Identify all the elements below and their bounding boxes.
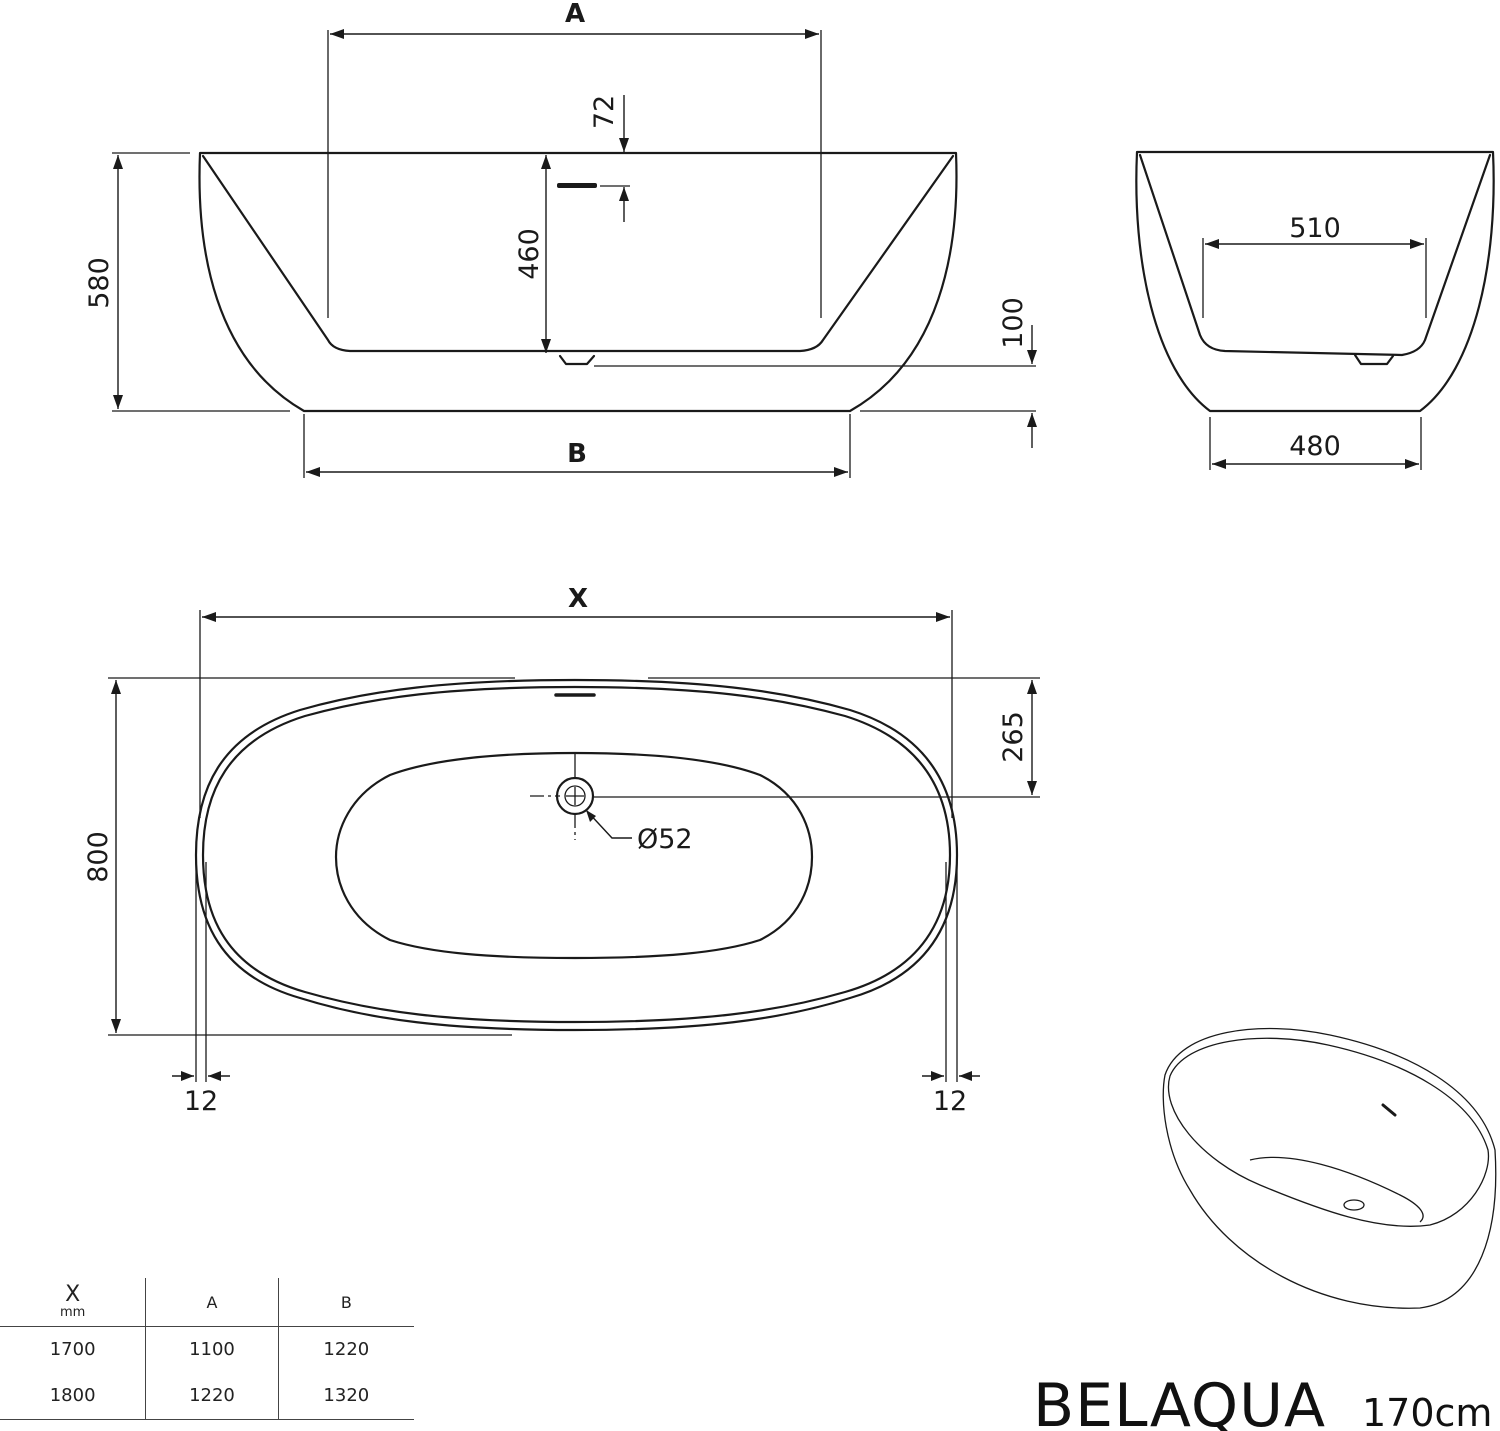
- table-cell: 1100: [145, 1327, 277, 1373]
- front-view: A 580 460 72 100 B: [84, 0, 1037, 478]
- size-table-header: X mm A B: [0, 1278, 414, 1327]
- dim-label-265: 265: [998, 711, 1029, 763]
- dim-label-x: X: [568, 584, 588, 614]
- top-view: Ø52 X 800 265 12: [83, 584, 1040, 1117]
- side-inner-basin: [1138, 153, 1492, 357]
- top-outer-rim: [194, 678, 959, 1032]
- table-header-x: X mm: [0, 1278, 145, 1326]
- dim-label-72: 72: [589, 95, 620, 129]
- front-outer-shell: [198, 151, 958, 413]
- top-inner-rim: [201, 685, 952, 1024]
- dim-label-o52: Ø52: [637, 824, 693, 855]
- front-overflow-slot: [557, 183, 597, 188]
- table-header-a: A: [145, 1278, 277, 1326]
- table-row: 1700 1100 1220: [0, 1327, 414, 1373]
- dim-label-a: A: [565, 0, 585, 29]
- table-header-b-label: B: [340, 1292, 352, 1312]
- brand-block: BELAQUA 170cm: [1033, 1371, 1492, 1431]
- table-cell: 1320: [277, 1373, 414, 1419]
- perspective-basin: [1249, 1156, 1424, 1223]
- brand-size: 170cm: [1362, 1391, 1492, 1431]
- table-cell: 1220: [145, 1373, 277, 1419]
- perspective-overflow: [1381, 1103, 1397, 1117]
- dim-label-480: 480: [1289, 431, 1341, 462]
- table-cell: 1800: [49, 1385, 96, 1406]
- table-row: 1800 1220 1320: [0, 1373, 414, 1420]
- top-drain-inner: [564, 785, 586, 807]
- perspective-outer: [1162, 1027, 1497, 1309]
- dim-label-580: 580: [84, 257, 115, 309]
- side-drain: [1353, 353, 1395, 366]
- perspective-drain: [1343, 1199, 1365, 1211]
- side-view: 510 480: [1135, 150, 1495, 470]
- table-header-x-label: X: [65, 1282, 81, 1307]
- brand-name: BELAQUA: [1033, 1371, 1326, 1431]
- top-inner-basin: [334, 751, 814, 960]
- perspective-rim: [1167, 1037, 1490, 1227]
- dim-label-100: 100: [998, 297, 1029, 349]
- dim-label-460: 460: [514, 228, 545, 280]
- dim-label-12-left: 12: [184, 1086, 218, 1117]
- table-header-x-unit: mm: [59, 1305, 86, 1320]
- perspective-view: [1162, 1027, 1497, 1309]
- dim-label-b: B: [567, 439, 587, 469]
- table-cell: 1220: [277, 1327, 414, 1373]
- table-header-b: B: [277, 1278, 414, 1326]
- size-table: X mm A B 1700 1100 1220 1800 1220 1320: [0, 1278, 414, 1420]
- table-header-a-label: A: [206, 1292, 218, 1312]
- front-drain: [558, 354, 596, 366]
- dim-label-510: 510: [1289, 213, 1341, 244]
- side-outer-shell: [1135, 150, 1495, 413]
- dim-label-12-right: 12: [933, 1086, 967, 1117]
- dim-label-800: 800: [83, 831, 114, 883]
- table-cell: 1700: [49, 1339, 96, 1360]
- front-inner-basin: [201, 154, 955, 353]
